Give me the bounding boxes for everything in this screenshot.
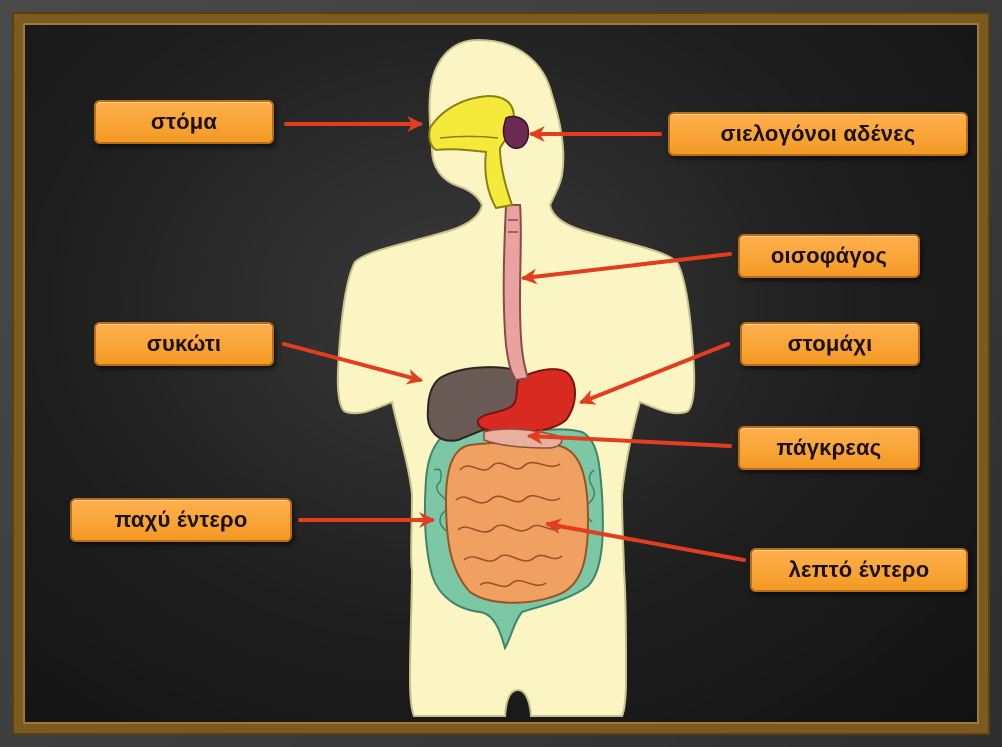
label-mouth: στόμα <box>94 100 274 144</box>
label-large-intestine: παχύ έντερο <box>70 498 292 542</box>
label-salivary-glands: σιελογόνοι αδένες <box>668 112 968 156</box>
label-pancreas: πάγκρεας <box>738 426 920 470</box>
label-small-intestine: λεπτό έντερο <box>750 548 968 592</box>
salivary-glands-shape <box>503 116 528 148</box>
label-esophagus: οισοφάγος <box>738 234 920 278</box>
label-stomach: στομάχι <box>740 322 920 366</box>
label-liver: συκώτι <box>94 322 274 366</box>
